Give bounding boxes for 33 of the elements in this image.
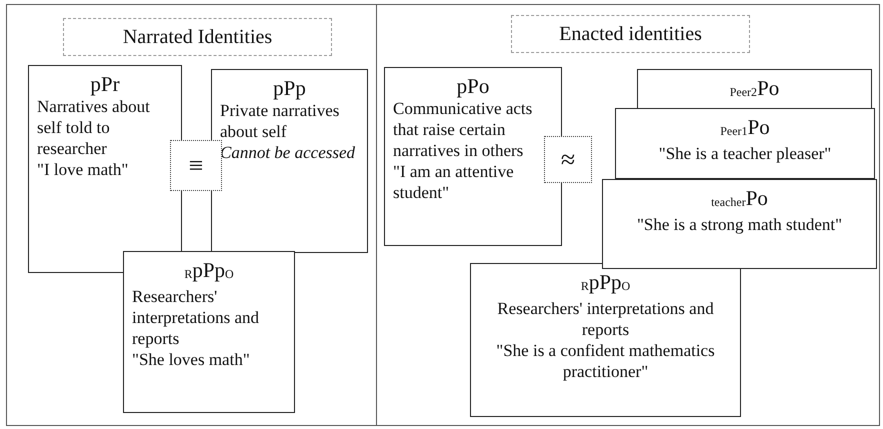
concept-box <box>123 251 295 413</box>
example-quote: "She loves math" <box>132 349 251 370</box>
concept-box <box>615 108 875 179</box>
concept-box <box>211 69 368 253</box>
concept-box <box>28 65 182 273</box>
example-quote: "I love math" <box>37 159 130 180</box>
heading-text: Enacted identities <box>559 24 702 44</box>
concept-box <box>602 179 877 269</box>
symbol-text: ≡ <box>188 155 204 176</box>
panel <box>6 4 377 426</box>
description-text: Communicative acts that raise certain narratives in others <box>393 98 534 161</box>
description-text: Researchers' interpretations and reports <box>132 286 260 349</box>
example-quote: "She is a teacher pleaser" <box>658 143 832 164</box>
note-text: Cannot be accessed <box>220 142 356 163</box>
example-quote: "She is a strong math student" <box>636 214 844 235</box>
description-text: Private narratives about self <box>220 100 340 142</box>
concept-box <box>470 263 741 417</box>
concept-box <box>384 67 562 246</box>
description-text: Researchers' interpretations and reports <box>496 298 715 340</box>
relation-symbol <box>544 136 592 183</box>
description-text: Narratives about self told to researcher <box>37 96 151 159</box>
symbol-text: ≈ <box>560 149 576 170</box>
heading-text: Narrated Identities <box>122 26 272 48</box>
section-heading <box>511 15 750 53</box>
concept-box <box>637 69 872 111</box>
term-label: pPr <box>89 72 121 96</box>
example-quote: "She is a confident mathematics practitioner" <box>495 340 716 382</box>
panel <box>376 4 880 426</box>
term-label: pPo <box>456 74 490 98</box>
relation-symbol <box>170 140 222 191</box>
section-heading <box>63 18 332 56</box>
example-quote: "I am an attentive student" <box>393 161 515 203</box>
term-label: pPp <box>272 76 307 100</box>
